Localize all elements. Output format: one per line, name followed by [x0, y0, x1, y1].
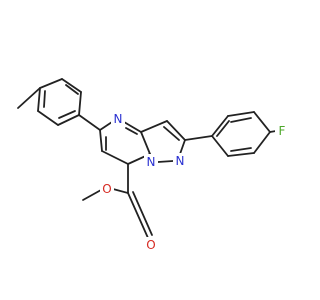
- bond-carbonyl-o: [127, 192, 149, 239]
- bond-f1-f2: [211, 115, 229, 137]
- bond-c1-c2: [39, 78, 63, 89]
- bond-f5-f6: [227, 152, 255, 157]
- molecule-structure: N N N F O O: [17, 78, 289, 253]
- bond-c5-n4: [99, 121, 113, 131]
- bond-n4-c3a: [123, 121, 142, 133]
- bond-methyl-c1: [17, 87, 41, 109]
- bond-c5-c6: [37, 110, 59, 126]
- bond-c3a-n8: [140, 131, 151, 155]
- bond-c4-c5: [57, 114, 80, 126]
- bond-c3-c2: [166, 120, 186, 141]
- bond-c7-c6: [101, 150, 129, 165]
- atom-label-n-pyrazole: N: [176, 154, 185, 168]
- atom-n-bridgehead: N: [144, 154, 158, 170]
- bond-f1-f2-inner: [216, 120, 230, 137]
- atom-label-o-ester: O: [102, 182, 111, 196]
- bond-c3-c4: [78, 91, 82, 116]
- bond-c3a-c3: [140, 120, 168, 133]
- bond-f3-f4: [253, 111, 271, 133]
- bond-c6-c1-inner: [43, 90, 46, 108]
- bond-carbonyl-o-double: [132, 191, 153, 236]
- bond-carbonyl-oester: [112, 188, 129, 194]
- bond-tolyl-link: [78, 114, 101, 131]
- bond-c2-n1: [179, 139, 186, 155]
- bond-oester-methyl: [82, 189, 102, 201]
- atom-f: F: [275, 123, 289, 139]
- bond-c4-c5-inner: [58, 110, 76, 119]
- atom-o-carbonyl: O: [144, 237, 158, 253]
- atom-n-pyrimidine: N: [111, 111, 125, 127]
- bond-f2-f3-inner: [230, 117, 252, 123]
- atom-n-pyrazole: N: [173, 153, 187, 169]
- atom-label-o-carbonyl: O: [146, 238, 155, 252]
- bond-f5-f6-inner: [230, 147, 252, 152]
- bond-c2-c3: [61, 78, 82, 93]
- atom-label-f: F: [279, 124, 286, 138]
- bond-f2-f3: [227, 111, 255, 117]
- atom-label-n-pyrimidine: N: [114, 112, 123, 126]
- bond-f6-f1: [211, 135, 229, 157]
- bond-c2-c3-inner: [65, 84, 79, 95]
- bond-n4-c3a-inner: [125, 127, 138, 135]
- atom-label-layer: N N N F O O: [100, 111, 289, 253]
- bond-f4-f5: [253, 131, 271, 154]
- bond-c6-c5: [99, 129, 103, 152]
- atom-o-ester: O: [100, 181, 114, 197]
- bond-c3-c2-inner: [163, 126, 180, 141]
- atom-label-n-bridgehead: N: [147, 155, 156, 169]
- bond-layer: [17, 78, 277, 239]
- bond-pyrazole-aryl: [184, 135, 213, 141]
- bond-c6-c1: [37, 87, 41, 112]
- bond-n1-n8: [157, 160, 174, 163]
